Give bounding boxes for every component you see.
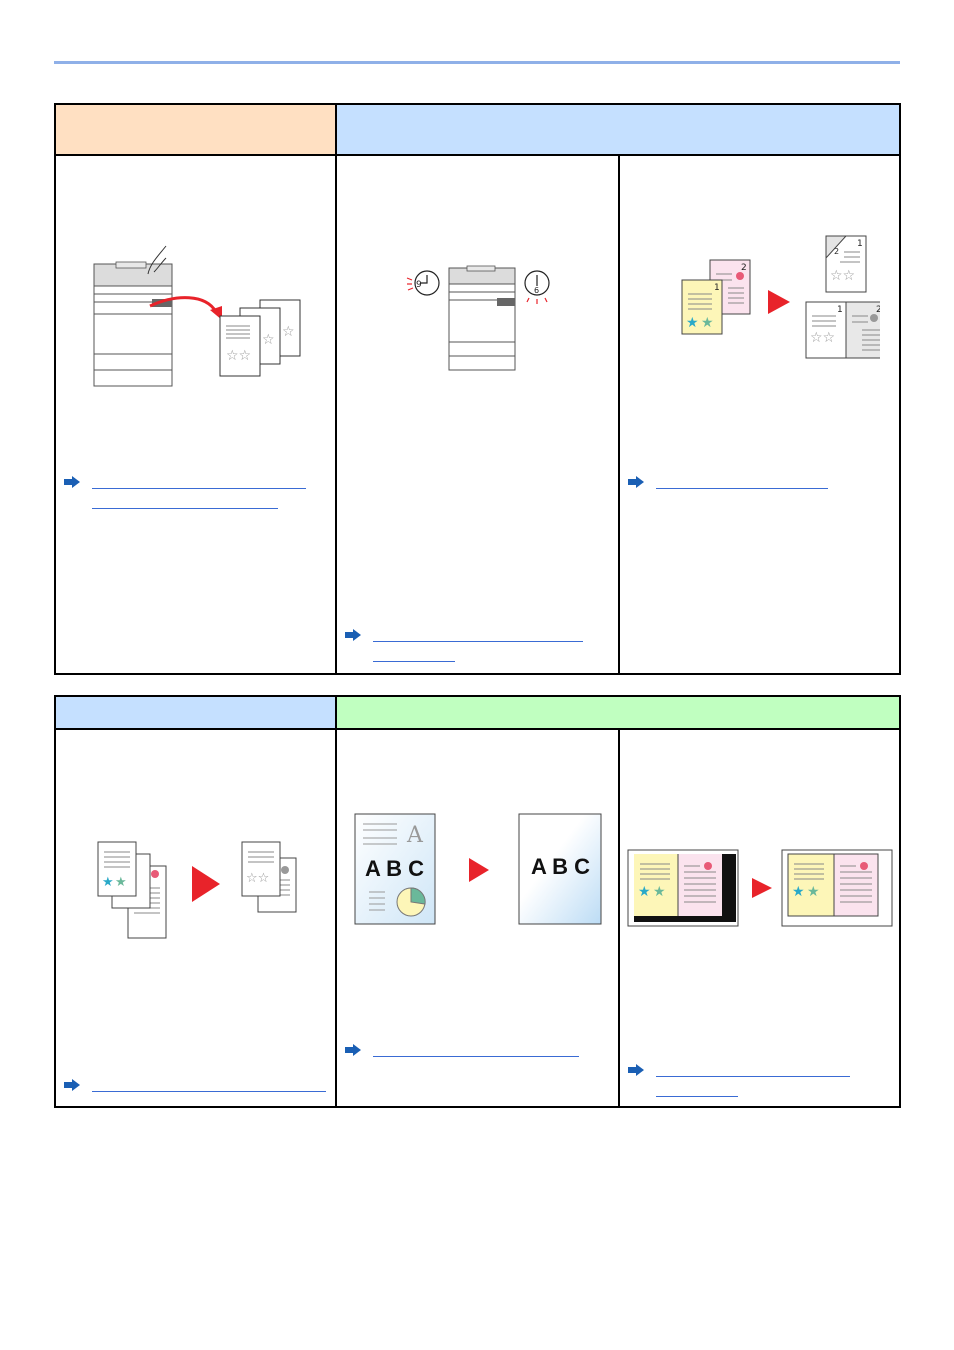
arrow-right-icon <box>628 476 644 488</box>
divider <box>618 156 620 673</box>
arrow-right-icon <box>345 629 361 641</box>
svg-text:☆: ☆ <box>282 324 295 340</box>
header-blue <box>337 105 899 156</box>
duplex-copy-icon: 2 1 ★ ★ 1 2 ☆☆ 1 2 ☆☆ <box>681 235 880 359</box>
link-collate[interactable] <box>64 1079 326 1099</box>
bottom-feature-table: ★ ★ ☆☆ <box>54 695 901 1108</box>
sleep-timer-icon: 9 6 <box>406 265 550 371</box>
svg-text:★: ★ <box>701 315 714 331</box>
svg-text:☆☆: ☆☆ <box>246 871 269 886</box>
collate-icon: ★ ★ ☆☆ <box>97 841 297 939</box>
svg-text:★: ★ <box>653 884 666 900</box>
link-color-adjust[interactable] <box>345 1044 605 1064</box>
svg-text:2: 2 <box>741 263 747 273</box>
svg-text:☆☆: ☆☆ <box>226 348 251 364</box>
feature-cell-duplex: 2 1 ★ ★ 1 2 ☆☆ 1 2 ☆☆ <box>620 156 899 673</box>
color-adjust-icon: A A B C A B C <box>354 813 602 925</box>
svg-text:☆☆: ☆☆ <box>830 268 855 284</box>
svg-text:1: 1 <box>714 283 720 293</box>
feature-cell-border-erase: ★ ★ ★ ★ <box>620 730 899 1106</box>
link-underline <box>373 1056 579 1057</box>
link-underline <box>92 1091 326 1092</box>
divider <box>335 697 337 1106</box>
link-underline <box>656 488 828 489</box>
svg-text:★: ★ <box>792 884 805 900</box>
svg-text:A B C: A B C <box>531 854 590 879</box>
top-feature-table: ☆☆ ☆ ☆ 9 6 <box>54 103 901 675</box>
arrow-right-icon <box>64 476 80 488</box>
header-green <box>337 697 899 730</box>
copy-machine-output-icon: ☆☆ ☆ ☆ <box>93 245 301 387</box>
header-orange <box>56 105 337 156</box>
link-timer[interactable] <box>345 629 605 669</box>
link-underline <box>92 488 306 489</box>
link-output[interactable] <box>64 476 324 516</box>
header-blue <box>56 697 337 730</box>
link-underline <box>92 508 278 509</box>
svg-text:★: ★ <box>638 884 651 900</box>
svg-text:9: 9 <box>416 280 422 290</box>
svg-text:★: ★ <box>102 875 114 890</box>
arrow-right-icon <box>64 1079 80 1091</box>
link-underline <box>373 641 583 642</box>
svg-text:6: 6 <box>534 286 539 295</box>
svg-text:A: A <box>406 823 424 848</box>
divider <box>335 105 337 673</box>
feature-cell-output: ☆☆ ☆ ☆ <box>56 156 335 673</box>
arrow-right-icon <box>628 1064 644 1076</box>
link-underline <box>373 661 455 662</box>
svg-text:A B C: A B C <box>365 856 424 881</box>
link-underline <box>656 1096 738 1097</box>
svg-text:★: ★ <box>686 315 699 331</box>
svg-text:☆: ☆ <box>262 332 275 348</box>
feature-cell-color-adjust: A A B C A B C <box>337 730 618 1106</box>
link-duplex[interactable] <box>628 476 888 496</box>
top-rule <box>54 61 900 64</box>
svg-text:2: 2 <box>834 247 839 256</box>
feature-cell-timer: 9 6 <box>337 156 618 673</box>
feature-cell-collate: ★ ★ ☆☆ <box>56 730 335 1106</box>
svg-text:★: ★ <box>115 875 127 890</box>
svg-text:1: 1 <box>837 305 843 315</box>
link-border-erase[interactable] <box>628 1064 888 1104</box>
border-erase-icon: ★ ★ ★ ★ <box>627 849 893 927</box>
arrow-right-icon <box>345 1044 361 1056</box>
svg-text:1: 1 <box>857 239 863 249</box>
link-underline <box>656 1076 850 1077</box>
divider <box>618 730 620 1106</box>
svg-text:☆☆: ☆☆ <box>810 330 835 346</box>
svg-text:2: 2 <box>876 305 880 315</box>
svg-text:★: ★ <box>807 884 820 900</box>
